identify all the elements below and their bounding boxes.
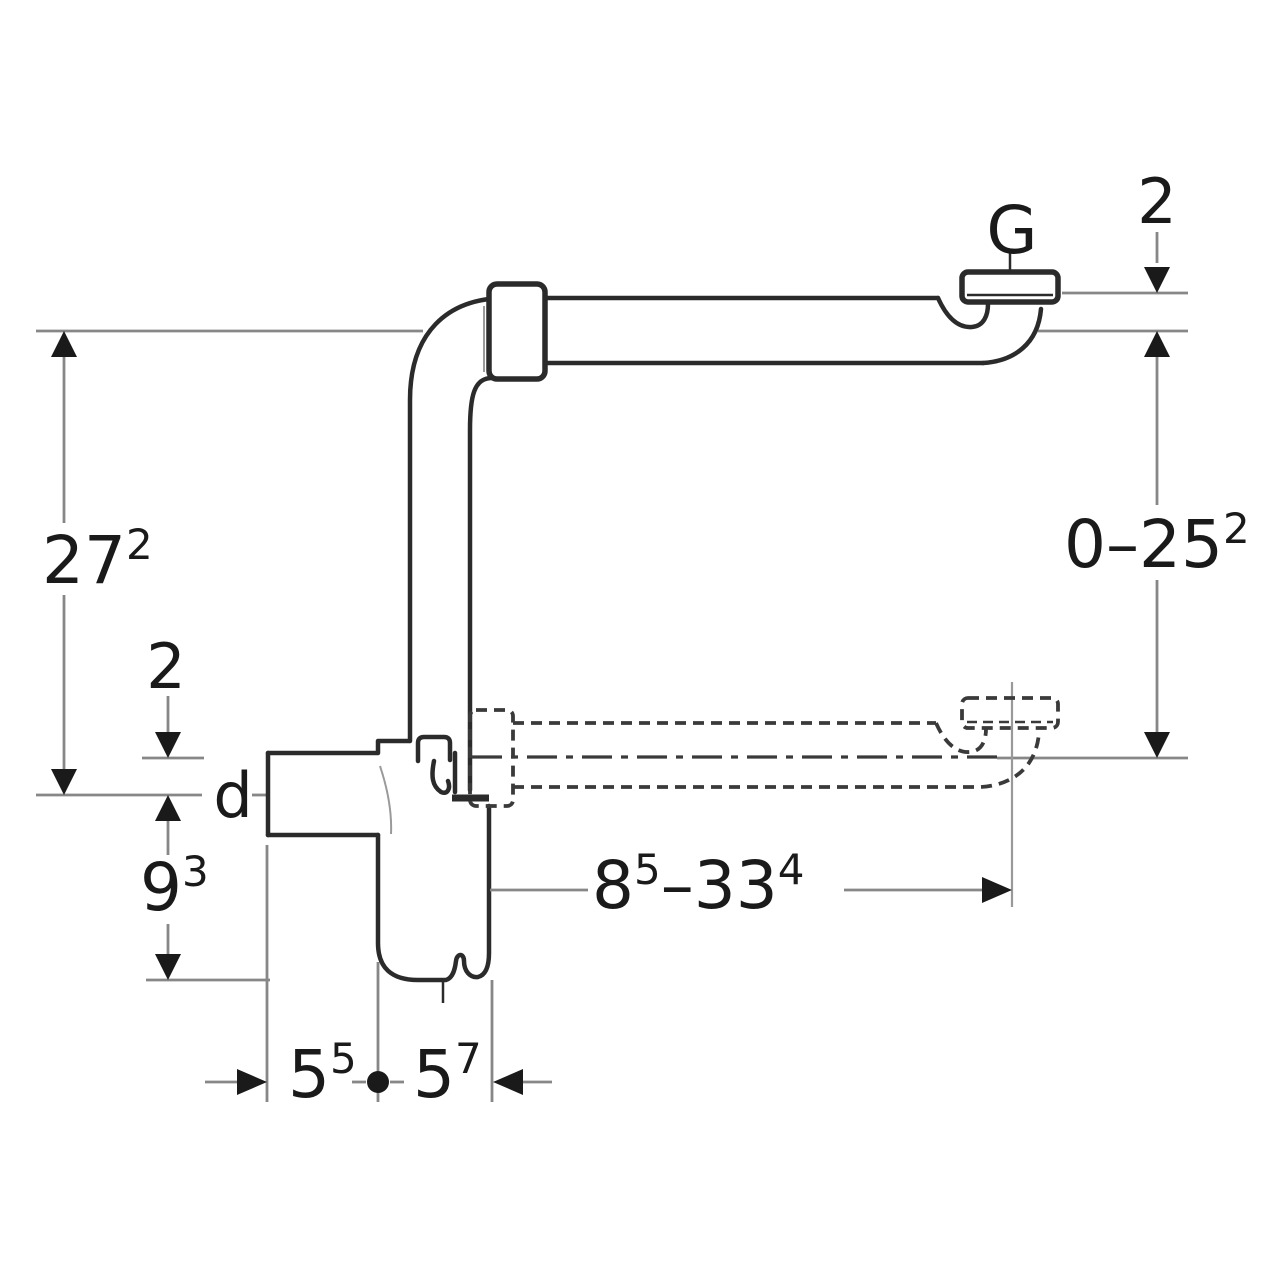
- dim-label-bottom-left: 55: [288, 1034, 357, 1113]
- outlet-pipe-end-bend: [980, 306, 1044, 366]
- dim-label-bottom-right: 57: [413, 1034, 482, 1113]
- arrow-down-icon: [51, 769, 77, 795]
- dim-label-height-left: 272: [42, 520, 153, 599]
- arrow-down-icon: [1144, 267, 1170, 293]
- arrow-up-icon: [155, 795, 181, 821]
- arrow-right-icon: [982, 877, 1012, 903]
- alt-pipe-end-bend-dashed: [980, 732, 1041, 789]
- arrow-up-icon: [1144, 331, 1170, 357]
- dimension-origin-dot: [367, 1071, 389, 1093]
- pipework-solid: [265, 252, 1061, 1003]
- dim-label-horizontal-range: 85–334: [592, 845, 804, 924]
- alt-wall-flange-dashed: [960, 696, 1060, 730]
- vertical-pipe-outer-edge: [407, 295, 509, 744]
- dimension-top-right-2: 2: [1137, 165, 1177, 293]
- thread-label: G: [986, 192, 1037, 269]
- dim-label-wall-offset-top: 2: [1137, 165, 1176, 238]
- outlet-pipe-bend-pocket: [935, 295, 991, 330]
- trap-insert-top: [415, 734, 453, 764]
- dim-label-trap-depth: 93: [140, 847, 209, 926]
- reference-lines: [36, 291, 1188, 1102]
- inlet-pipe-top-edge: [265, 738, 412, 756]
- dimension-right-0-25: 0–252: [1064, 331, 1250, 758]
- arrow-right-icon: [237, 1069, 267, 1095]
- vertical-pipe-inner-edge: [467, 375, 495, 793]
- dimension-trap-depth-9: 93: [140, 795, 209, 980]
- arrow-down-icon: [1144, 732, 1170, 758]
- dim-label-vertical-range: 0–252: [1064, 504, 1250, 583]
- dimension-left-27: 272: [42, 331, 153, 795]
- dimension-bottom-5-5: 55 57: [205, 1034, 552, 1113]
- arrow-down-icon: [155, 954, 181, 980]
- trap-cup-outline: [375, 803, 492, 983]
- diameter-label: d: [213, 759, 252, 832]
- wall-flange: [959, 269, 1061, 305]
- alt-pipe-bend-pocket-dashed: [934, 722, 988, 754]
- arrow-left-icon: [493, 1069, 523, 1095]
- alternate-position-dashed: [468, 696, 1060, 808]
- trap-insert-hook: [430, 758, 452, 795]
- dimension-left-gap-2: 2: [146, 630, 186, 758]
- dim-label-gap-left: 2: [146, 630, 185, 703]
- elbow-coupling-nut: [486, 281, 548, 382]
- dimension-horizontal-range-8-33: 85–334: [490, 845, 1012, 924]
- trap-inner-contour: [379, 765, 393, 835]
- arrow-up-icon: [51, 331, 77, 357]
- arrow-down-icon: [155, 732, 181, 758]
